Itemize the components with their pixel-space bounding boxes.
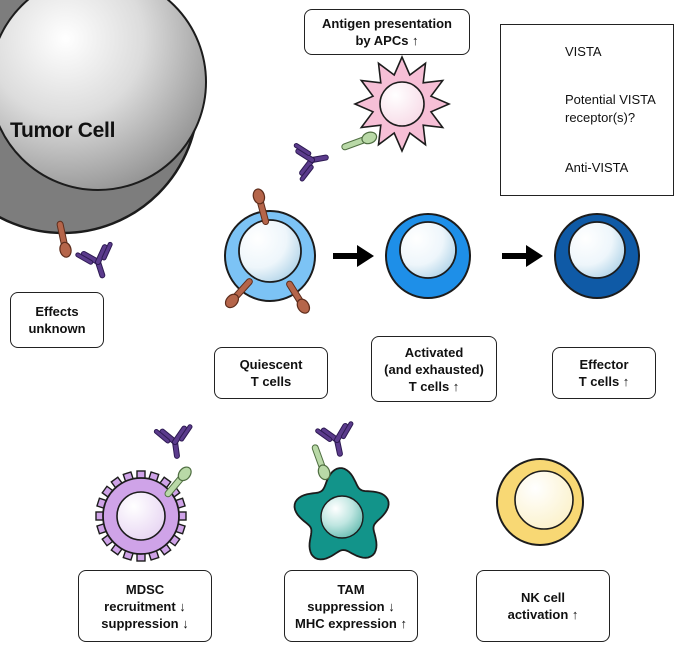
tumor-antibody (78, 244, 119, 280)
mdsc-cell (95, 470, 187, 562)
legend-anti-vista-label: Anti-VISTA (565, 160, 629, 175)
apc-antibody (296, 141, 328, 179)
nk-cell (496, 458, 584, 546)
arrow-quiescent-to-activated (333, 245, 374, 267)
apc-cell (352, 54, 452, 154)
tam-cell (293, 467, 390, 561)
label-activated: Activated(and exhausted)T cells ↑ (371, 336, 497, 402)
legend-vista-label: VISTA (565, 44, 602, 59)
tam-antibody (318, 424, 357, 457)
mdsc-antibody (156, 427, 193, 458)
tumor-cell-label: Tumor Cell (10, 119, 116, 142)
tam-vista (310, 446, 332, 481)
apc-vista (343, 130, 378, 152)
effector-t-cell (554, 213, 640, 299)
legend-receptor-label: Potential VISTA receptor(s)? (565, 92, 656, 125)
activated-t-cell (385, 213, 471, 299)
legend: VISTA Potential VISTA receptor(s)? Anti-… (500, 24, 674, 196)
tumor-cell (0, 0, 207, 235)
quiescent-t-cell (224, 210, 316, 302)
arrow-activated-to-effector (502, 245, 543, 267)
